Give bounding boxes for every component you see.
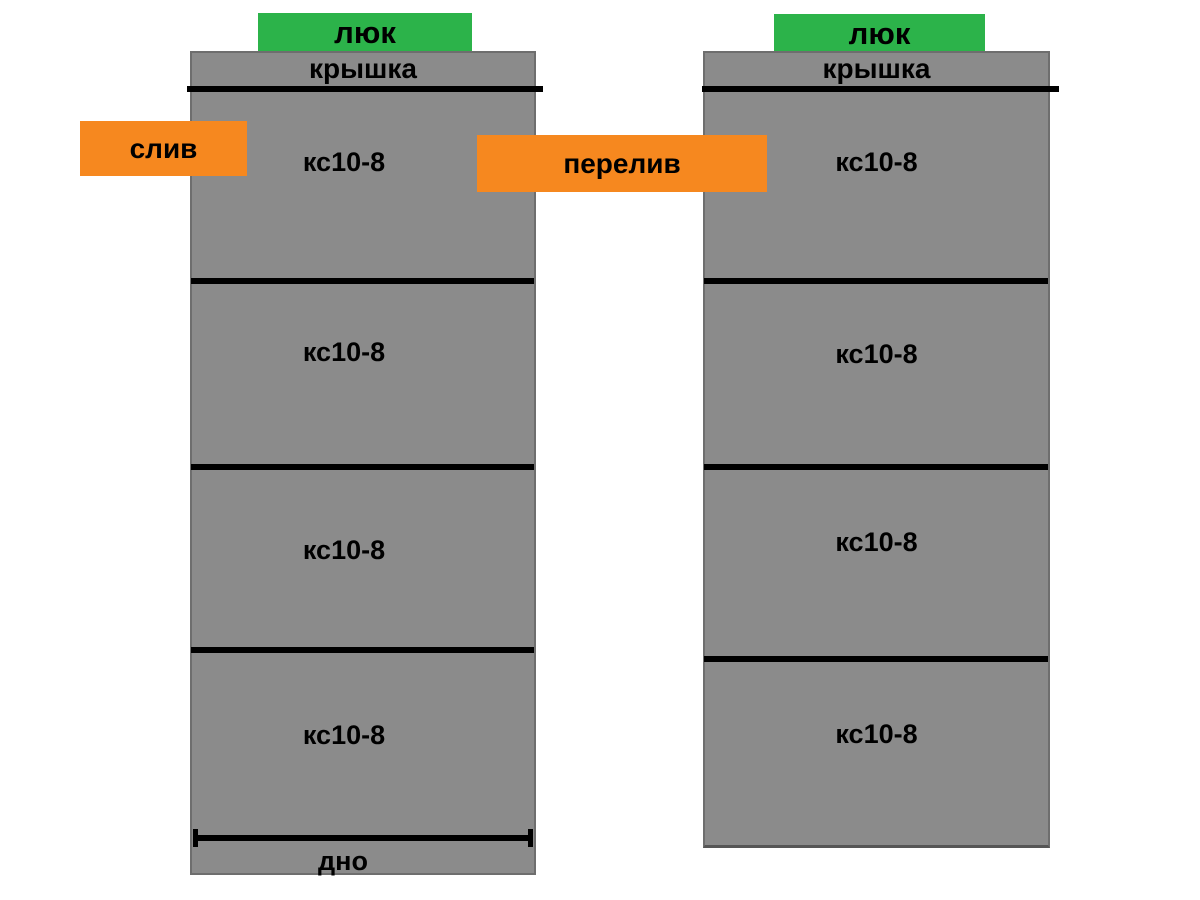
right-ring-joint-line-3	[704, 656, 1048, 662]
left-hatch-label: люк	[334, 15, 396, 50]
left-manhole-hatch: люк	[258, 13, 472, 53]
right-cover-joint-line	[702, 86, 1059, 92]
right-ring-joint-line-1	[704, 278, 1048, 284]
right-manhole-hatch: люк	[774, 14, 985, 53]
right-ring-4-label: кс10-8	[835, 719, 918, 749]
right-ring-joint-line-2	[704, 464, 1048, 470]
left-cover-label: крышка	[309, 53, 417, 84]
right-ring-2-label: кс10-8	[835, 339, 918, 369]
left-ring-2-label: кс10-8	[302, 337, 386, 367]
drain-callout: слив	[80, 121, 247, 176]
left-bottom-line	[193, 829, 533, 847]
left-ring-4-label: кс10-8	[302, 720, 386, 750]
right-hatch-label: люк	[848, 15, 911, 51]
left-bottom-label: дно	[318, 846, 368, 876]
left-ring-1-label: кс10-8	[302, 147, 386, 177]
left-bottom-line-tick-right	[528, 829, 533, 847]
left-ring-3-label: кс10-8	[302, 535, 386, 565]
left-ring-joint-line-1	[191, 278, 534, 284]
right-ring-1-label: кс10-8	[835, 147, 918, 177]
right-ring-3-label: кс10-8	[835, 527, 918, 557]
left-ring-joint-line-2	[191, 464, 534, 470]
right-cover-label: крышка	[822, 53, 931, 84]
left-bottom-line-tick-left	[193, 829, 198, 847]
overflow-callout: перелив	[477, 135, 767, 192]
left-cover-joint-line	[187, 86, 543, 92]
left-ring-joint-line-3	[191, 647, 534, 653]
